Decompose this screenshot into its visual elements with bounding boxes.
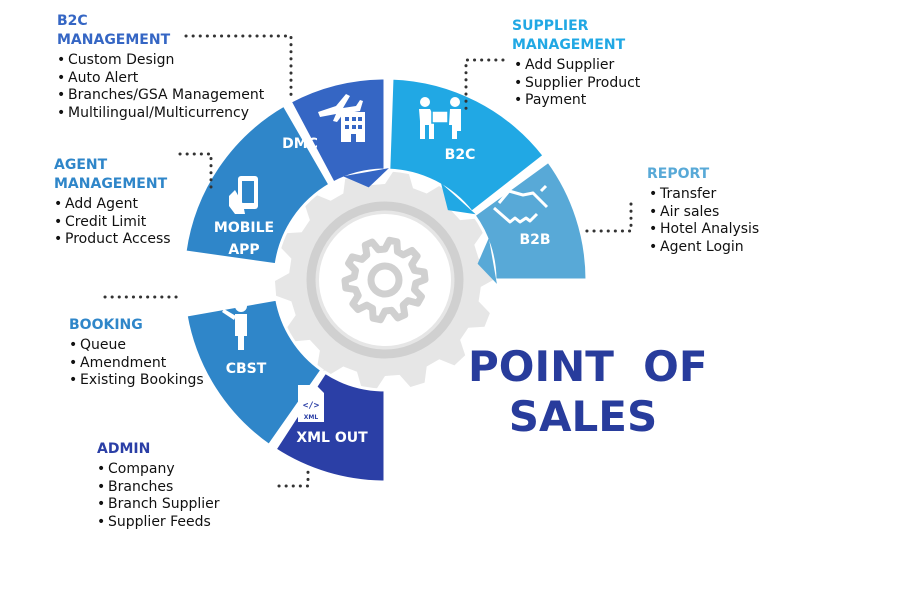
panel-agent-list: Add Agent Credit Limit Product Access (54, 196, 171, 249)
segment-label-mobile: MOBILE (214, 220, 274, 236)
panel-supplier-title-2: MANAGEMENT (512, 37, 626, 53)
list-item: Existing Bookings (69, 372, 204, 390)
title-line-1: POINT OF (468, 342, 708, 391)
big-gear-inner-ring (306, 201, 464, 359)
panel-report: REPORT Transfer Air sales Hotel Analysis… (647, 165, 759, 256)
list-item: Supplier Feeds (97, 514, 220, 532)
presenter-icon (222, 300, 247, 350)
panel-b2c-title: B2C (57, 13, 88, 29)
svg-text:XML: XML (304, 414, 319, 421)
mobile-hand-icon (229, 176, 258, 214)
list-item: Air sales (649, 204, 759, 222)
title-line-2: SALES (508, 392, 658, 441)
panel-report-list: Transfer Air sales Hotel Analysis Agent … (649, 186, 759, 256)
handshake-icon (493, 184, 549, 224)
segment-label-dmc: DMC (282, 136, 318, 152)
panel-b2c-management: B2C MANAGEMENT Custom Design Auto Alert … (57, 12, 264, 122)
panel-supplier-title: SUPPLIER (512, 18, 589, 34)
panel-agent-title-2: MANAGEMENT (54, 176, 168, 192)
list-item: Branches/GSA Management (57, 87, 264, 105)
big-gear-hole (319, 214, 451, 346)
segment-notch (343, 168, 389, 188)
segment-label-app: APP (228, 242, 259, 258)
segment-notch (441, 183, 476, 215)
list-item: Branch Supplier (97, 496, 220, 514)
segment-label-xml-out: XML OUT (296, 430, 368, 446)
connector-admin (277, 466, 310, 488)
list-item: Payment (514, 92, 640, 110)
list-item: Add Agent (54, 196, 171, 214)
segment-label-b2c: B2C (445, 147, 476, 163)
panel-report-title: REPORT (647, 166, 710, 182)
panel-supplier-list: Add Supplier Supplier Product Payment (514, 57, 640, 110)
list-item: Multilingual/Multicurrency (57, 105, 264, 123)
panel-b2c-list: Custom Design Auto Alert Branches/GSA Ma… (57, 52, 264, 122)
connector-report (580, 202, 633, 233)
list-item: Custom Design (57, 52, 264, 70)
segment-cbst (184, 297, 324, 448)
connector-b2c (184, 34, 293, 102)
xml-file-icon: </> XML (298, 385, 324, 422)
list-item: Agent Login (649, 239, 759, 257)
panel-booking-list: Queue Amendment Existing Bookings (69, 337, 204, 390)
svg-text:</>: </> (303, 401, 320, 411)
list-item: Product Access (54, 231, 171, 249)
list-item: Supplier Product (514, 75, 640, 93)
panel-booking-title: BOOKING (69, 317, 143, 333)
list-item: Credit Limit (54, 214, 171, 232)
segment-notch (477, 238, 497, 284)
panel-agent-title: AGENT (54, 157, 108, 173)
list-item: Hotel Analysis (649, 221, 759, 239)
list-item: Company (97, 461, 220, 479)
panel-admin: ADMIN Company Branches Branch Supplier S… (97, 440, 220, 531)
list-item: Queue (69, 337, 204, 355)
connector-supplier (464, 58, 505, 114)
segment-label-b2b: B2B (519, 232, 550, 248)
center-gear-icon (341, 236, 429, 324)
plane-building-icon (318, 94, 365, 142)
segment-xml-out (272, 370, 387, 484)
list-item: Transfer (649, 186, 759, 204)
list-item: Auto Alert (57, 70, 264, 88)
center-gear-hub (367, 262, 403, 298)
center-gear-shape (341, 236, 429, 324)
big-gear (275, 170, 495, 390)
dotted-connectors (103, 34, 633, 488)
segment-label-cbst: CBST (226, 361, 267, 377)
panel-supplier-management: SUPPLIER MANAGEMENT Add Supplier Supplie… (512, 17, 640, 110)
point-of-sales-title: POINT OF SALES (468, 342, 708, 442)
panel-booking: BOOKING Queue Amendment Existing Booking… (69, 316, 204, 390)
panel-admin-title: ADMIN (97, 441, 151, 457)
list-item: Branches (97, 479, 220, 497)
list-item: Amendment (69, 355, 204, 373)
panel-agent-management: AGENT MANAGEMENT Add Agent Credit Limit … (54, 156, 171, 249)
delivery-people-icon (419, 97, 461, 139)
panel-admin-list: Company Branches Branch Supplier Supplie… (97, 461, 220, 531)
panel-b2c-title-2: MANAGEMENT (57, 32, 171, 48)
list-item: Add Supplier (514, 57, 640, 75)
